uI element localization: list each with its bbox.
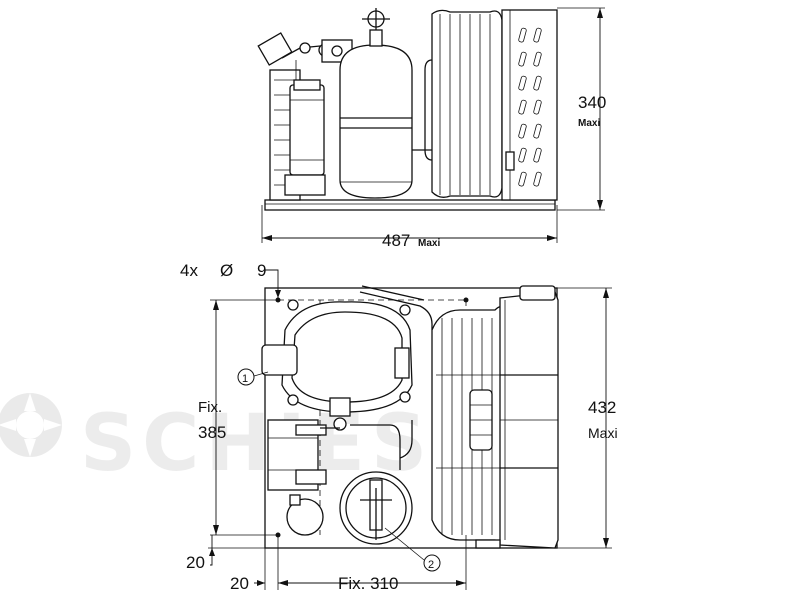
dim-340-value: 340 — [578, 93, 606, 112]
compressor-plan — [261, 299, 413, 431]
dim-width-487: 487 Maxi — [261, 205, 558, 250]
plan-view: 4x Ø 9 432 Maxi Fix. 385 — [180, 261, 618, 593]
hole-diameter: 9 — [257, 261, 266, 280]
dim-487-sub: Maxi — [418, 238, 440, 249]
dim-432-sub: Maxi — [588, 425, 618, 441]
dim-fix-385-label: Fix. — [198, 399, 222, 416]
dim-20-left: 20 — [230, 574, 249, 593]
dim-20-bottom: 20 — [186, 553, 205, 572]
dim-horizontal: 20 Fix. 310 — [230, 535, 467, 593]
dim-height-340: 340 Maxi — [557, 7, 606, 211]
dim-fix-385: Fix. 385 — [198, 299, 278, 536]
fan-shroud-plan — [475, 285, 559, 549]
service-valve — [257, 32, 353, 80]
dim-fix-385-value: 385 — [198, 423, 226, 442]
dim-depth-432: 432 Maxi — [557, 287, 618, 549]
electrical-box — [269, 69, 326, 201]
dim-offset-bottom: 20 — [186, 535, 265, 572]
callout-1: 1 — [237, 368, 269, 386]
dim-340-sub: Maxi — [578, 118, 600, 129]
receiver-plan — [339, 471, 413, 545]
dim-487-value: 487 — [382, 231, 410, 250]
piping — [320, 285, 433, 470]
capacitor-plan — [286, 494, 324, 536]
callout-1-label: 1 — [242, 373, 248, 385]
hole-count: 4x — [180, 261, 198, 280]
watermark-logo-icon — [0, 393, 62, 457]
relay-box — [267, 419, 327, 491]
condenser-coil — [412, 9, 503, 198]
hole-diameter-symbol: Ø — [220, 261, 233, 280]
callout-2-label: 2 — [428, 559, 434, 571]
callout-2: 2 — [384, 527, 441, 572]
dim-432-value: 432 — [588, 398, 616, 417]
dim-fix-310: Fix. 310 — [338, 574, 398, 593]
hole-callout: 4x Ø 9 — [180, 261, 281, 298]
top-view: 340 Maxi 487 Maxi — [257, 7, 606, 250]
compressor — [339, 8, 413, 199]
condenser-plan — [431, 306, 506, 542]
base-plate — [264, 199, 556, 211]
fan-shroud — [501, 9, 558, 201]
